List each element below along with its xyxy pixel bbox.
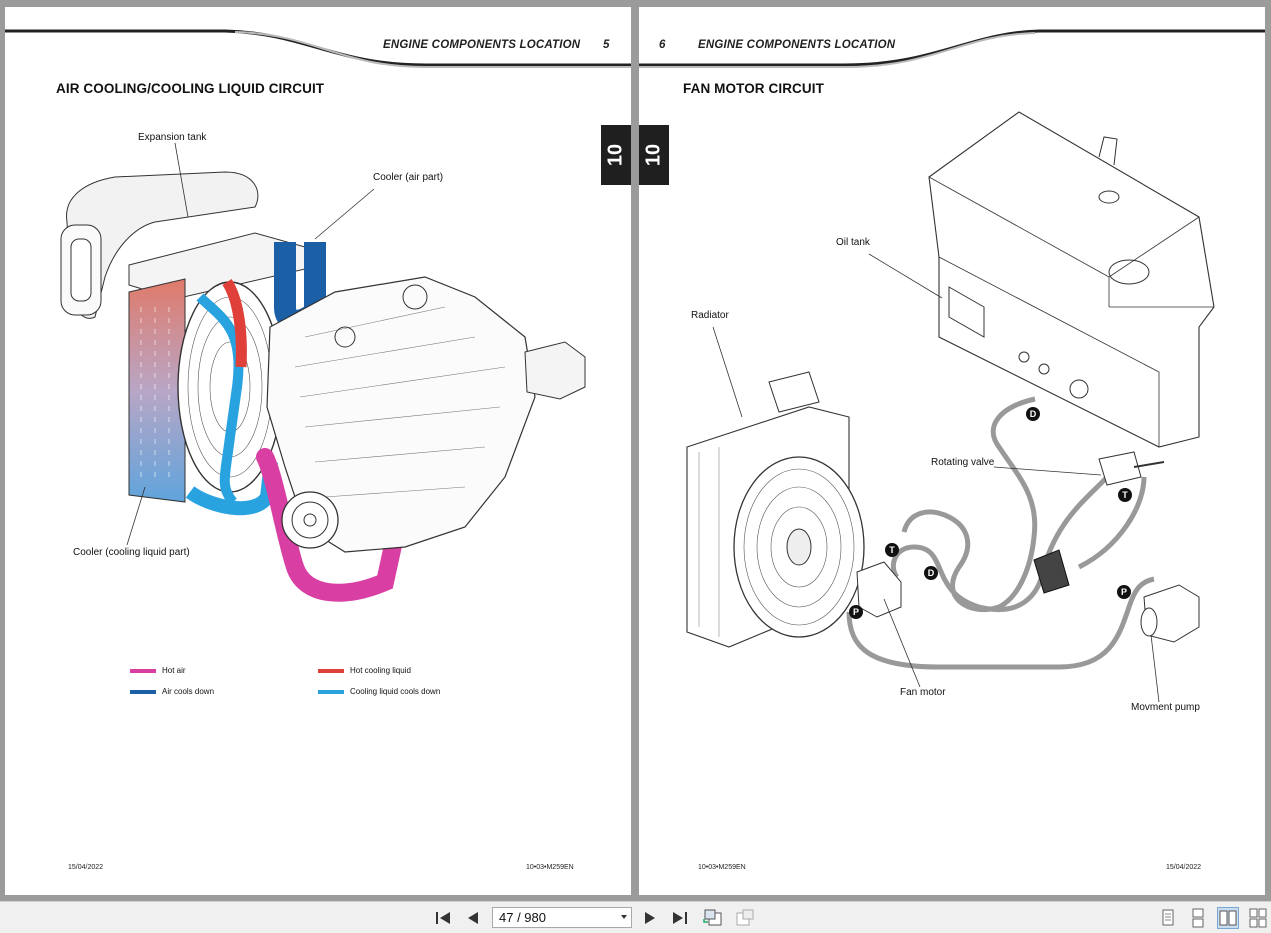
next-page-icon[interactable] <box>639 907 661 929</box>
first-page-icon[interactable] <box>432 907 454 929</box>
legend-swatch-hot-liquid <box>318 669 344 673</box>
label-cooler-liquid-part: Cooler (cooling liquid part) <box>73 547 190 558</box>
legend-swatch-air-cools <box>130 690 156 694</box>
page-title: AIR COOLING/COOLING LIQUID CIRCUIT <box>56 81 325 96</box>
port-marker-t: T <box>1118 488 1132 502</box>
port-marker-t: T <box>885 543 899 557</box>
continuous-page-icon[interactable] <box>1187 907 1209 929</box>
port-marker-p: P <box>849 605 863 619</box>
section-tab: 10 <box>601 125 631 185</box>
page-title: FAN MOTOR CIRCUIT <box>683 81 824 96</box>
label-radiator: Radiator <box>691 310 729 321</box>
port-marker-d: D <box>924 566 938 580</box>
label-expansion-tank: Expansion tank <box>138 132 207 143</box>
previous-view-icon[interactable] <box>702 907 724 929</box>
left-page: ENGINE COMPONENTS LOCATION 5 AIR COOLING… <box>5 7 631 895</box>
previous-page-icon[interactable] <box>462 907 484 929</box>
last-page-icon[interactable] <box>669 907 691 929</box>
legend-air-cools: Air cools down <box>162 687 215 696</box>
page-number: 5 <box>603 39 610 51</box>
footer-ref: 10•03•M259EN <box>698 864 746 871</box>
page-number: 6 <box>659 39 666 51</box>
label-cooler-air-part: Cooler (air part) <box>373 172 444 183</box>
label-oil-tank: Oil tank <box>836 237 870 248</box>
next-view-icon[interactable] <box>734 907 756 929</box>
label-fan-motor: Fan motor <box>900 687 946 698</box>
right-page: 6 ENGINE COMPONENTS LOCATION FAN MOTOR C… <box>639 7 1265 895</box>
facing-pages-icon[interactable] <box>1217 907 1239 929</box>
continuous-facing-icon[interactable] <box>1247 907 1269 929</box>
legend-swatch-liquid-cools <box>318 690 344 694</box>
label-rotating-valve: Rotating valve <box>931 457 995 468</box>
right-page-header-swoosh <box>639 29 1265 68</box>
header-title: ENGINE COMPONENTS LOCATION <box>383 39 581 51</box>
port-marker-d: D <box>1026 407 1040 421</box>
footer-date: 15/04/2022 <box>1166 864 1202 871</box>
cooling-circuit-diagram <box>60 142 586 602</box>
legend-hot-air: Hot air <box>162 666 186 675</box>
section-tab: 10 <box>639 125 669 185</box>
legend-swatch-hot-air <box>130 669 156 673</box>
header-title: ENGINE COMPONENTS LOCATION <box>698 39 896 51</box>
footer-ref: 10•03•M259EN <box>526 864 574 871</box>
left-page-header-swoosh <box>5 29 631 68</box>
viewer-toolbar: 47 / 980 <box>0 901 1271 933</box>
legend-hot-liquid: Hot cooling liquid <box>350 666 411 675</box>
fan-motor-circuit-diagram <box>686 111 1215 703</box>
chevron-down-icon[interactable] <box>621 915 627 919</box>
page-number-input[interactable]: 47 / 980 <box>492 907 632 928</box>
port-marker-p: P <box>1117 585 1131 599</box>
footer-date: 15/04/2022 <box>68 864 104 871</box>
legend-liquid-cools: Cooling liquid cools down <box>350 687 441 696</box>
label-movement-pump: Movment pump <box>1131 702 1200 713</box>
single-page-icon[interactable] <box>1157 907 1179 929</box>
